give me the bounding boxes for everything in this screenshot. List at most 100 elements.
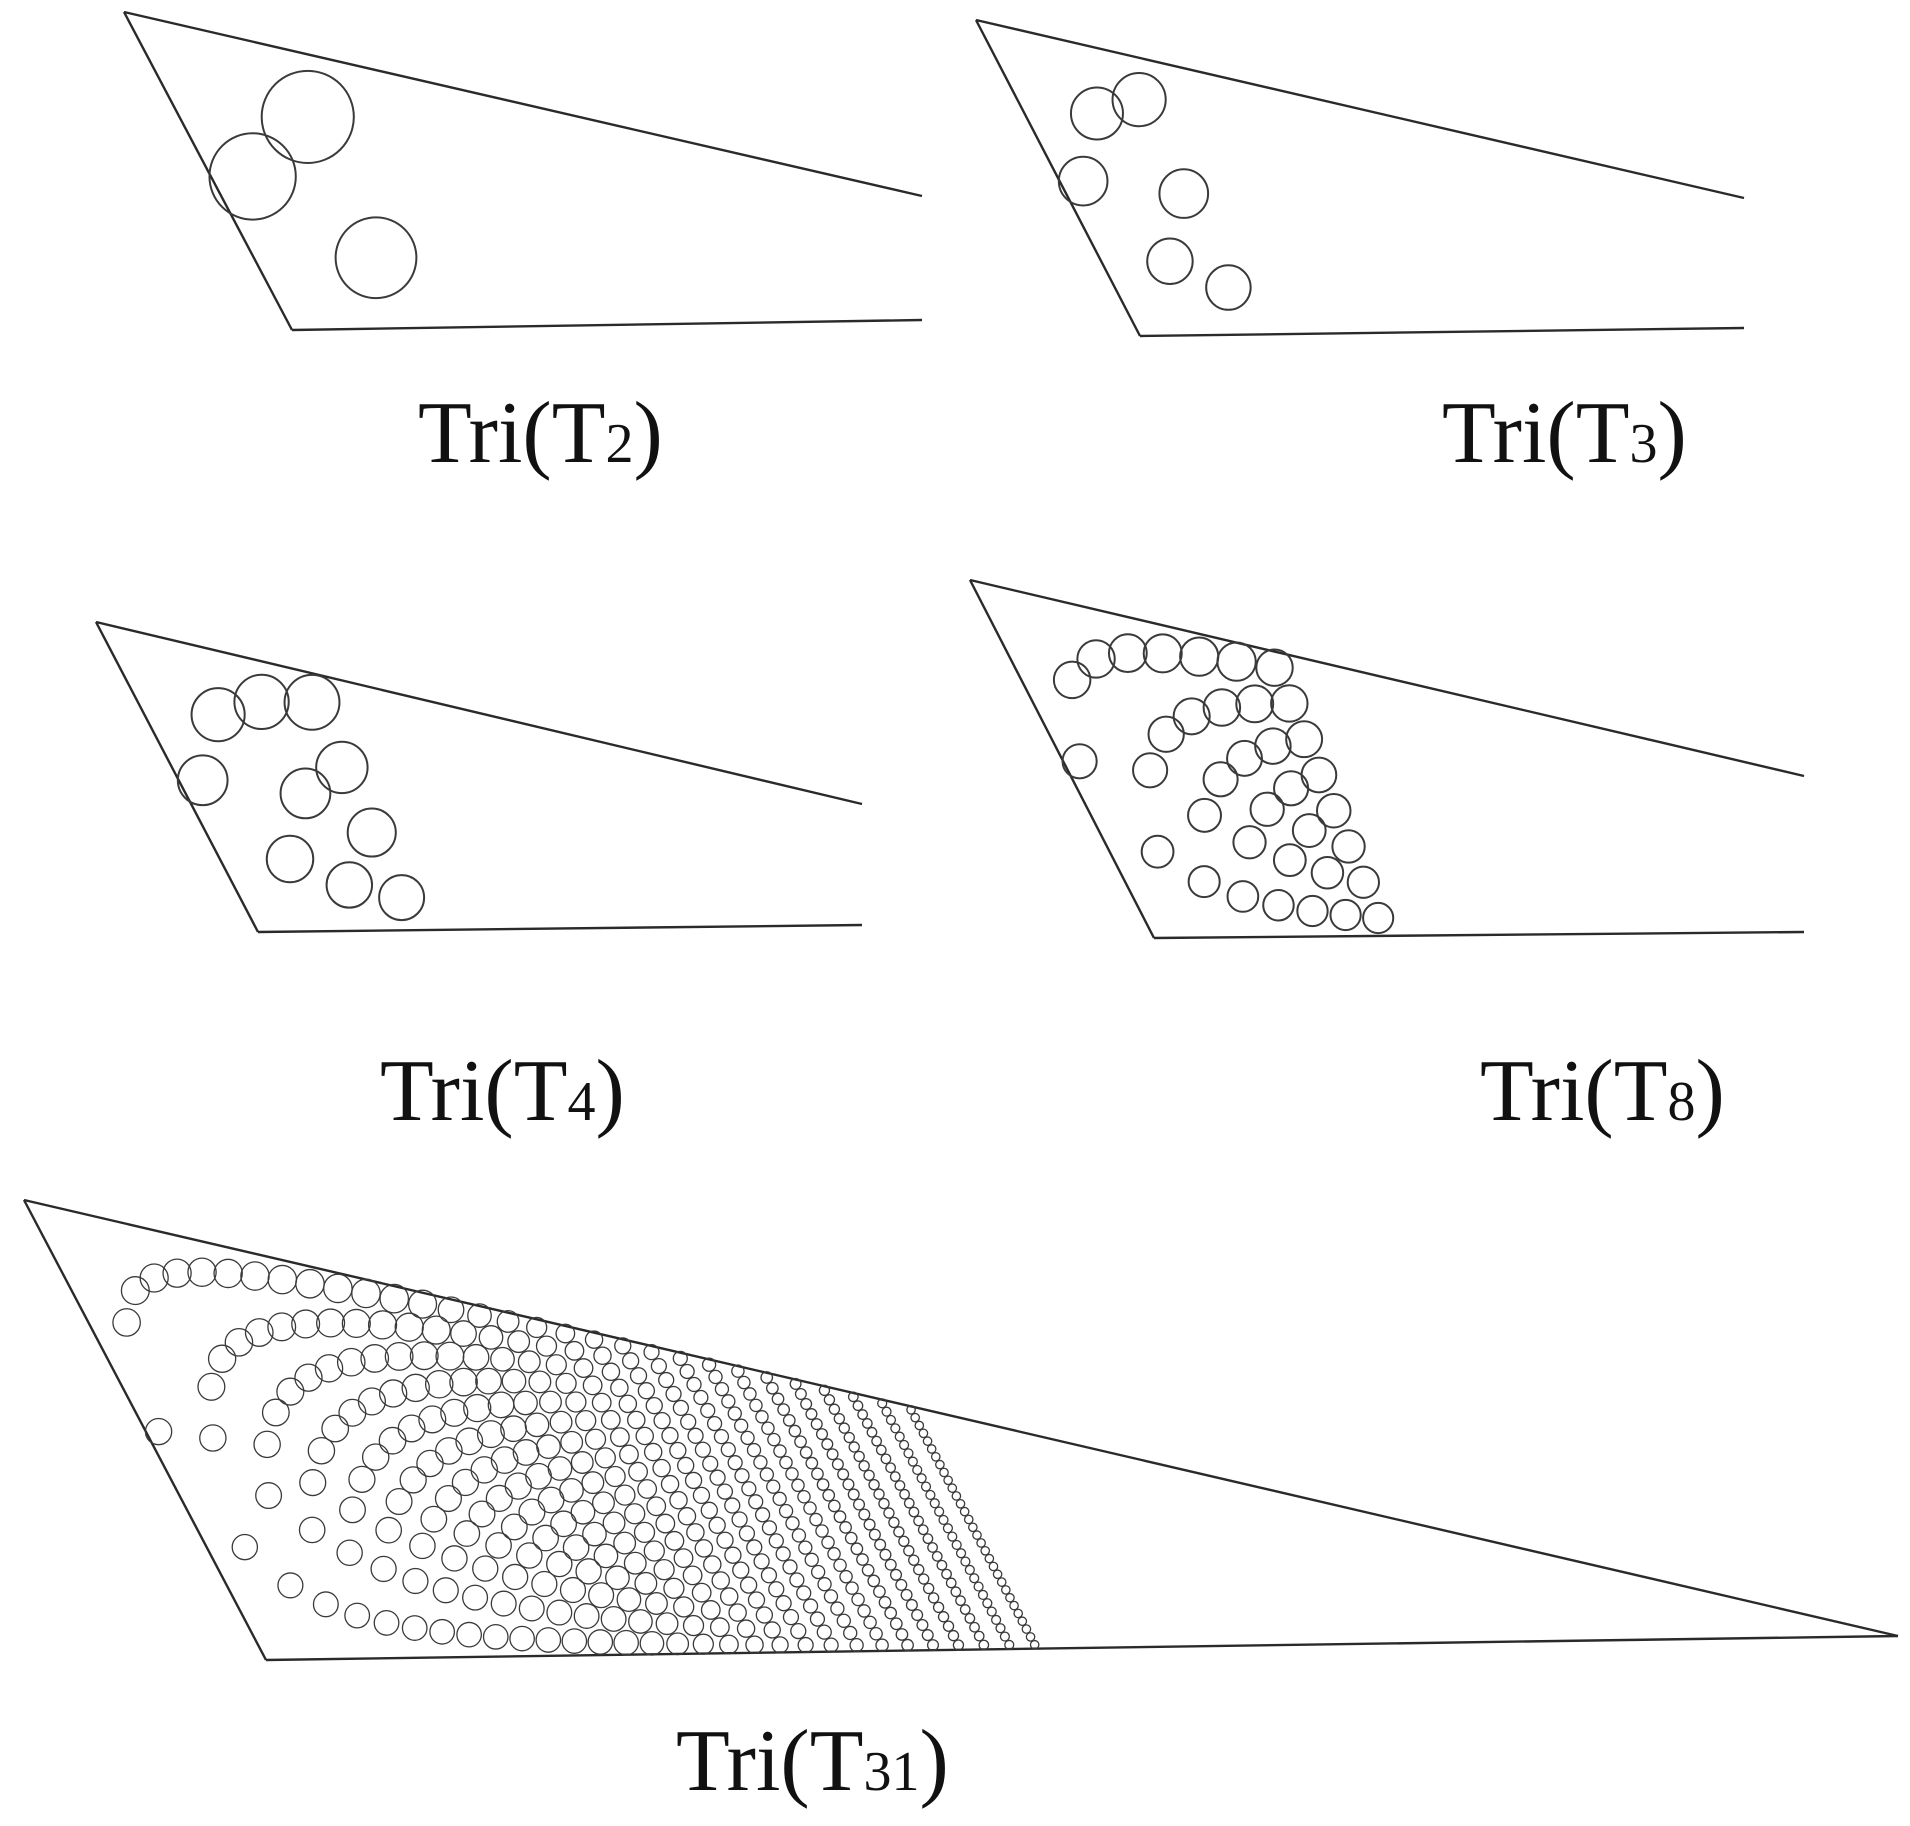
packed-circle (653, 1559, 675, 1581)
packed-circle (900, 1588, 913, 1601)
packed-circle (1315, 792, 1352, 829)
packed-circle (604, 1465, 626, 1488)
packed-circle (955, 1595, 966, 1607)
packed-circle (1331, 829, 1366, 864)
packed-circle (1021, 1624, 1032, 1634)
packed-circle (727, 1406, 742, 1421)
packed-circle (634, 1571, 658, 1595)
packed-circle (790, 1622, 807, 1640)
packed-circle (325, 861, 374, 909)
packed-circle (800, 1397, 813, 1411)
triangle-edge (265, 1634, 1899, 1662)
packed-circle (738, 1525, 756, 1542)
packed-circle (545, 1354, 567, 1376)
packed-circle (357, 1387, 386, 1416)
packed-circle (373, 1609, 400, 1636)
packed-circle (1111, 72, 1167, 128)
packed-circle (524, 1412, 550, 1438)
packed-circle (972, 1530, 982, 1540)
packed-circle (588, 1582, 615, 1609)
packed-circle (485, 1532, 512, 1559)
packed-circle (771, 1392, 785, 1406)
packed-circle (570, 1451, 594, 1474)
packed-circle (682, 1614, 705, 1637)
packed-circle (745, 1635, 764, 1654)
packed-circle (934, 1506, 945, 1517)
packed-circle (691, 1582, 712, 1603)
packed-circle (344, 1602, 371, 1629)
packed-circle (112, 1308, 141, 1337)
packed-circle (361, 1443, 390, 1471)
packed-circle (402, 1567, 429, 1595)
packed-circle (655, 1612, 679, 1636)
packed-circle (918, 1428, 929, 1439)
packed-circle (1013, 1608, 1024, 1619)
packed-circle (682, 1565, 703, 1586)
packed-circle (512, 1439, 540, 1466)
packed-circle (761, 1520, 778, 1536)
panel-t3 (974, 18, 1745, 338)
packed-circle (176, 754, 229, 807)
packed-circle (857, 1409, 869, 1420)
packed-circle (409, 1532, 436, 1560)
packed-circle (435, 1341, 465, 1371)
packed-circle (885, 1462, 896, 1474)
packed-circle (861, 1563, 875, 1577)
packed-circle (476, 1420, 505, 1449)
packed-circle (748, 1494, 764, 1510)
packed-circle (911, 1608, 924, 1622)
packed-circle (788, 1424, 802, 1438)
packed-circle (866, 1426, 878, 1438)
packed-circle (912, 1464, 923, 1476)
packed-circle (926, 1444, 937, 1454)
packed-circle (816, 1478, 830, 1491)
packed-circle (858, 1460, 870, 1472)
packed-circle (737, 1375, 751, 1390)
packed-circle (766, 1479, 781, 1494)
packed-circle (753, 1455, 768, 1470)
packed-circle (708, 1369, 723, 1385)
packed-circle (501, 1563, 529, 1591)
packed-circle (1249, 791, 1285, 827)
packed-circle (475, 1367, 502, 1395)
packed-circle (817, 1577, 832, 1592)
packed-circle (531, 1570, 558, 1598)
packed-circle (660, 1474, 680, 1494)
packed-circle (416, 1449, 444, 1478)
packed-circle (650, 1357, 668, 1375)
caption-index: 8 (1667, 1071, 1696, 1133)
packed-circle (879, 1548, 892, 1561)
packed-circle (716, 1531, 734, 1549)
packed-circle (938, 1514, 949, 1526)
caption-t8: Tri(T8) (1480, 1048, 1725, 1136)
packed-circle (672, 1399, 690, 1417)
packed-circle (677, 1456, 695, 1475)
packed-circle (646, 1496, 667, 1517)
packed-circle (746, 1442, 762, 1458)
caption-index: 4 (567, 1071, 596, 1133)
panel-t31 (22, 1198, 1899, 1662)
packed-circle (517, 1350, 541, 1374)
packed-circle (863, 1518, 876, 1531)
packed-circle (927, 1592, 940, 1604)
packed-circle (890, 1423, 901, 1434)
packed-circle (1202, 688, 1242, 727)
packed-circle (916, 1473, 927, 1484)
packed-circle (1346, 865, 1380, 899)
caption-index: 3 (1629, 413, 1658, 475)
packed-circle (754, 1507, 771, 1523)
packed-circle (952, 1639, 965, 1651)
packed-circle (231, 1533, 259, 1561)
packed-circle (1057, 155, 1109, 207)
packed-circle (947, 1483, 958, 1493)
packed-circle (440, 1398, 469, 1427)
packed-circle (672, 1350, 688, 1367)
caption-close: ) (633, 385, 663, 482)
triangle-edge (974, 19, 1142, 337)
packed-circle (462, 1343, 490, 1371)
packed-circle (470, 1456, 499, 1484)
panel-t8 (968, 578, 1805, 940)
packed-circle (339, 1496, 366, 1524)
packed-circle (863, 1469, 875, 1481)
packed-circle (728, 1603, 747, 1622)
